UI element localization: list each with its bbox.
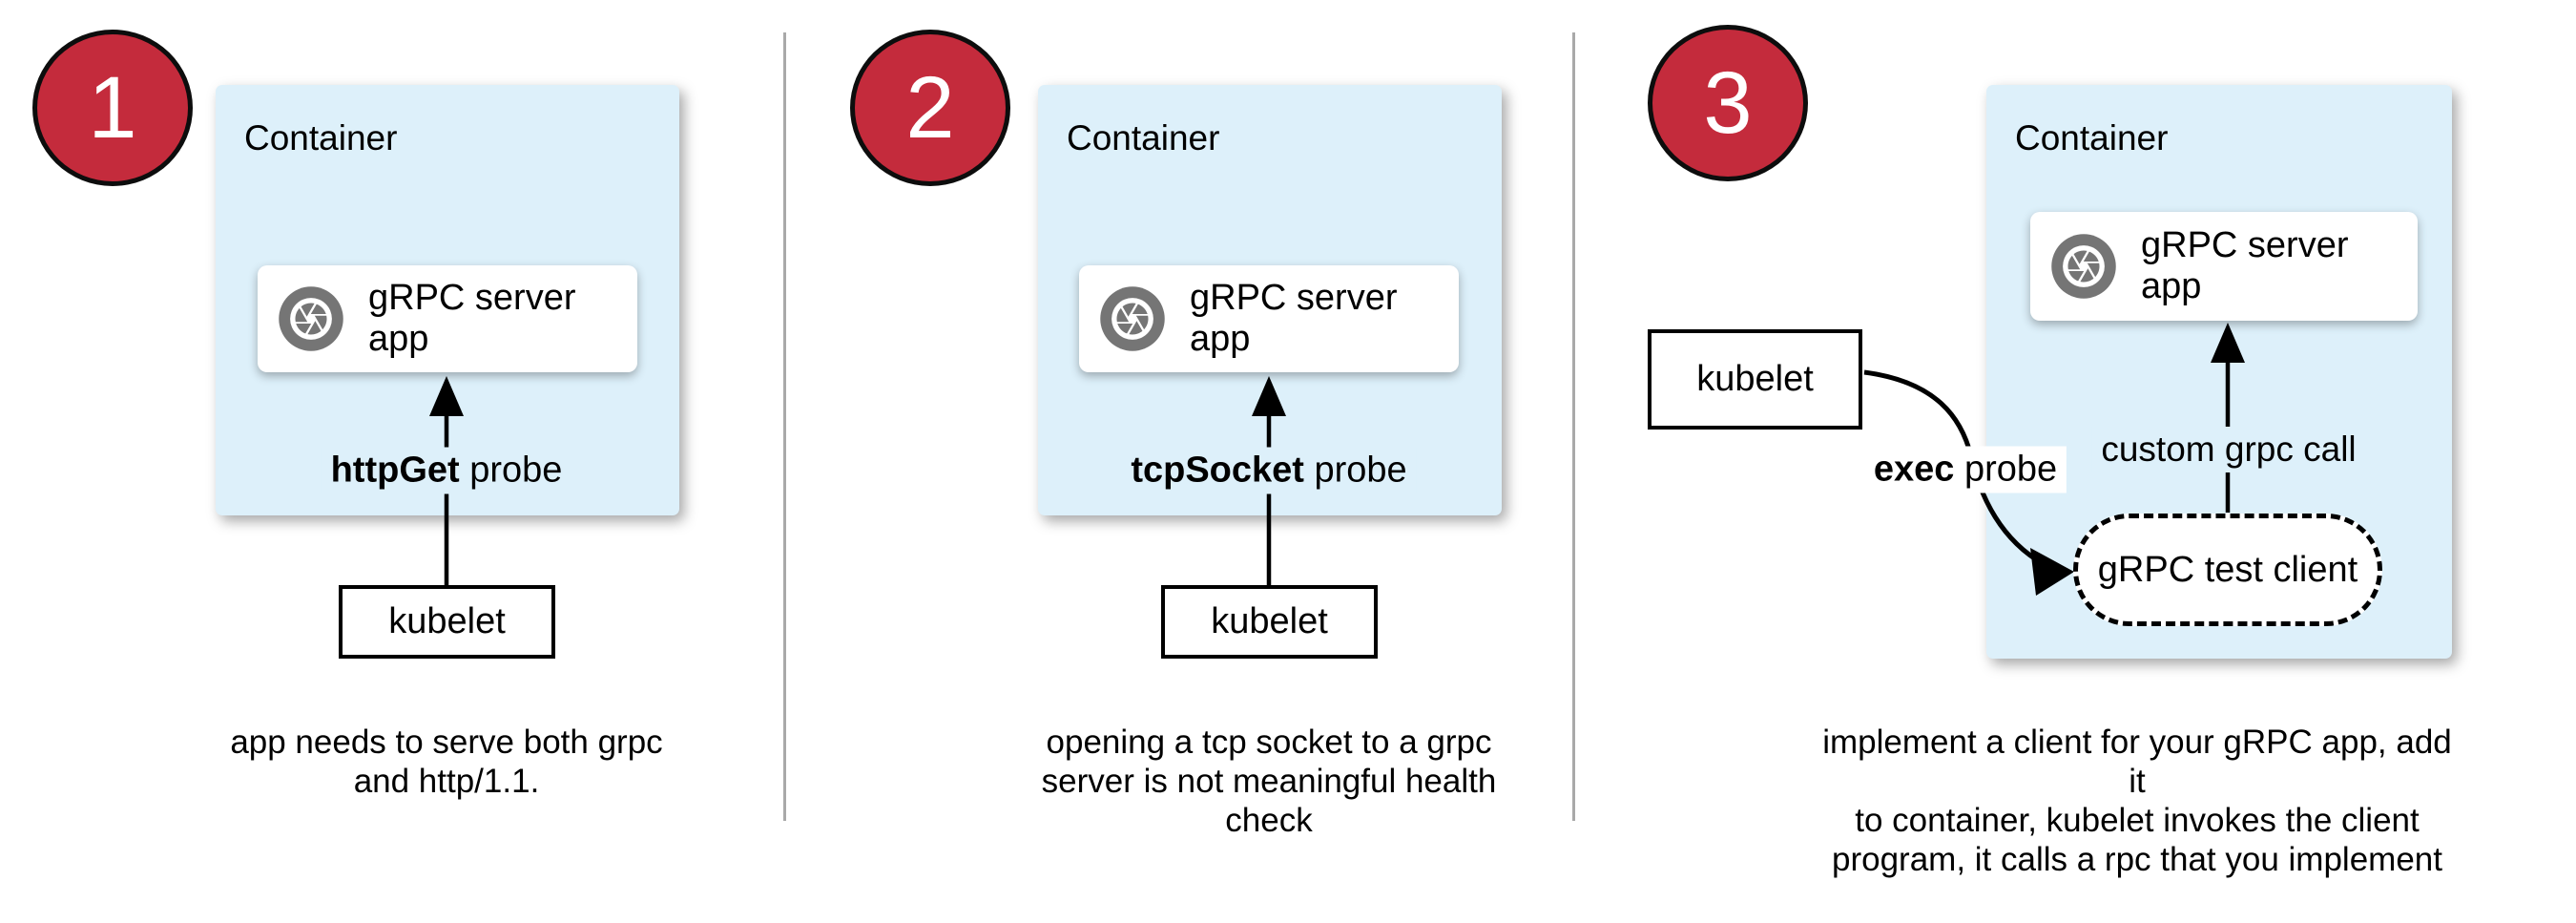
container-label-2: Container <box>1067 118 1220 157</box>
container-label-1: Container <box>244 118 398 157</box>
step-number: 2 <box>905 58 955 157</box>
caption-2: opening a tcp socket to a grpc server is… <box>1041 724 1497 839</box>
probe-label-1: httpGet probe <box>321 447 572 494</box>
step-badge-1: 1 <box>32 30 193 186</box>
caption-1: app needs to serve both grpc and http/1.… <box>230 724 663 800</box>
grpc-server-app-label: gRPC server app <box>1190 278 1398 359</box>
grpc-test-client-box: gRPC test client <box>2073 514 2382 626</box>
probe-word: probe <box>1954 449 2058 490</box>
container-label-3: Container <box>2015 118 2169 157</box>
probe-type: httpGet <box>330 450 460 491</box>
kubelet-box-1: kubelet <box>339 585 555 659</box>
custom-grpc-arrowhead <box>2211 323 2245 363</box>
step-number: 1 <box>88 58 137 157</box>
kubelet-label: kubelet <box>1211 601 1328 641</box>
panel-divider-2 <box>1572 32 1575 821</box>
grpc-server-app-label: gRPC server app <box>2141 225 2349 306</box>
grpc-server-app-box-1: gRPC server app <box>258 265 637 372</box>
panel-divider-1 <box>783 32 786 821</box>
step-number: 3 <box>1703 53 1753 152</box>
kubelet-box-2: kubelet <box>1161 585 1378 659</box>
grpc-server-app-label: gRPC server app <box>368 278 576 359</box>
probe-word: probe <box>1303 450 1407 491</box>
caption-3: implement a client for your gRPC app, ad… <box>1822 724 2452 878</box>
probe-label-3: exec probe <box>1863 446 2067 493</box>
grpc-server-app-box-3: gRPC server app <box>2030 212 2418 321</box>
camera-shutter-icon <box>1100 286 1165 351</box>
probe-arrowhead-1 <box>429 376 464 416</box>
grpc-test-client-label: gRPC test client <box>2097 549 2358 590</box>
probe-label-2: tcpSocket probe <box>1121 447 1417 494</box>
kubelet-box-3: kubelet <box>1648 329 1862 430</box>
probe-type: tcpSocket <box>1131 450 1304 491</box>
probe-word: probe <box>459 450 563 491</box>
camera-shutter-icon <box>2051 234 2116 299</box>
probe-arrowhead-2 <box>1252 376 1286 416</box>
step-badge-2: 2 <box>850 30 1010 186</box>
custom-grpc-call-label: custom grpc call <box>2091 427 2366 472</box>
kubelet-label: kubelet <box>1696 359 1814 399</box>
camera-shutter-icon <box>279 286 343 351</box>
grpc-server-app-box-2: gRPC server app <box>1079 265 1459 372</box>
exec-probe-arrowhead <box>2030 548 2074 596</box>
step-badge-3: 3 <box>1648 25 1808 181</box>
probe-type: exec <box>1873 449 1955 490</box>
kubelet-label: kubelet <box>388 601 506 641</box>
